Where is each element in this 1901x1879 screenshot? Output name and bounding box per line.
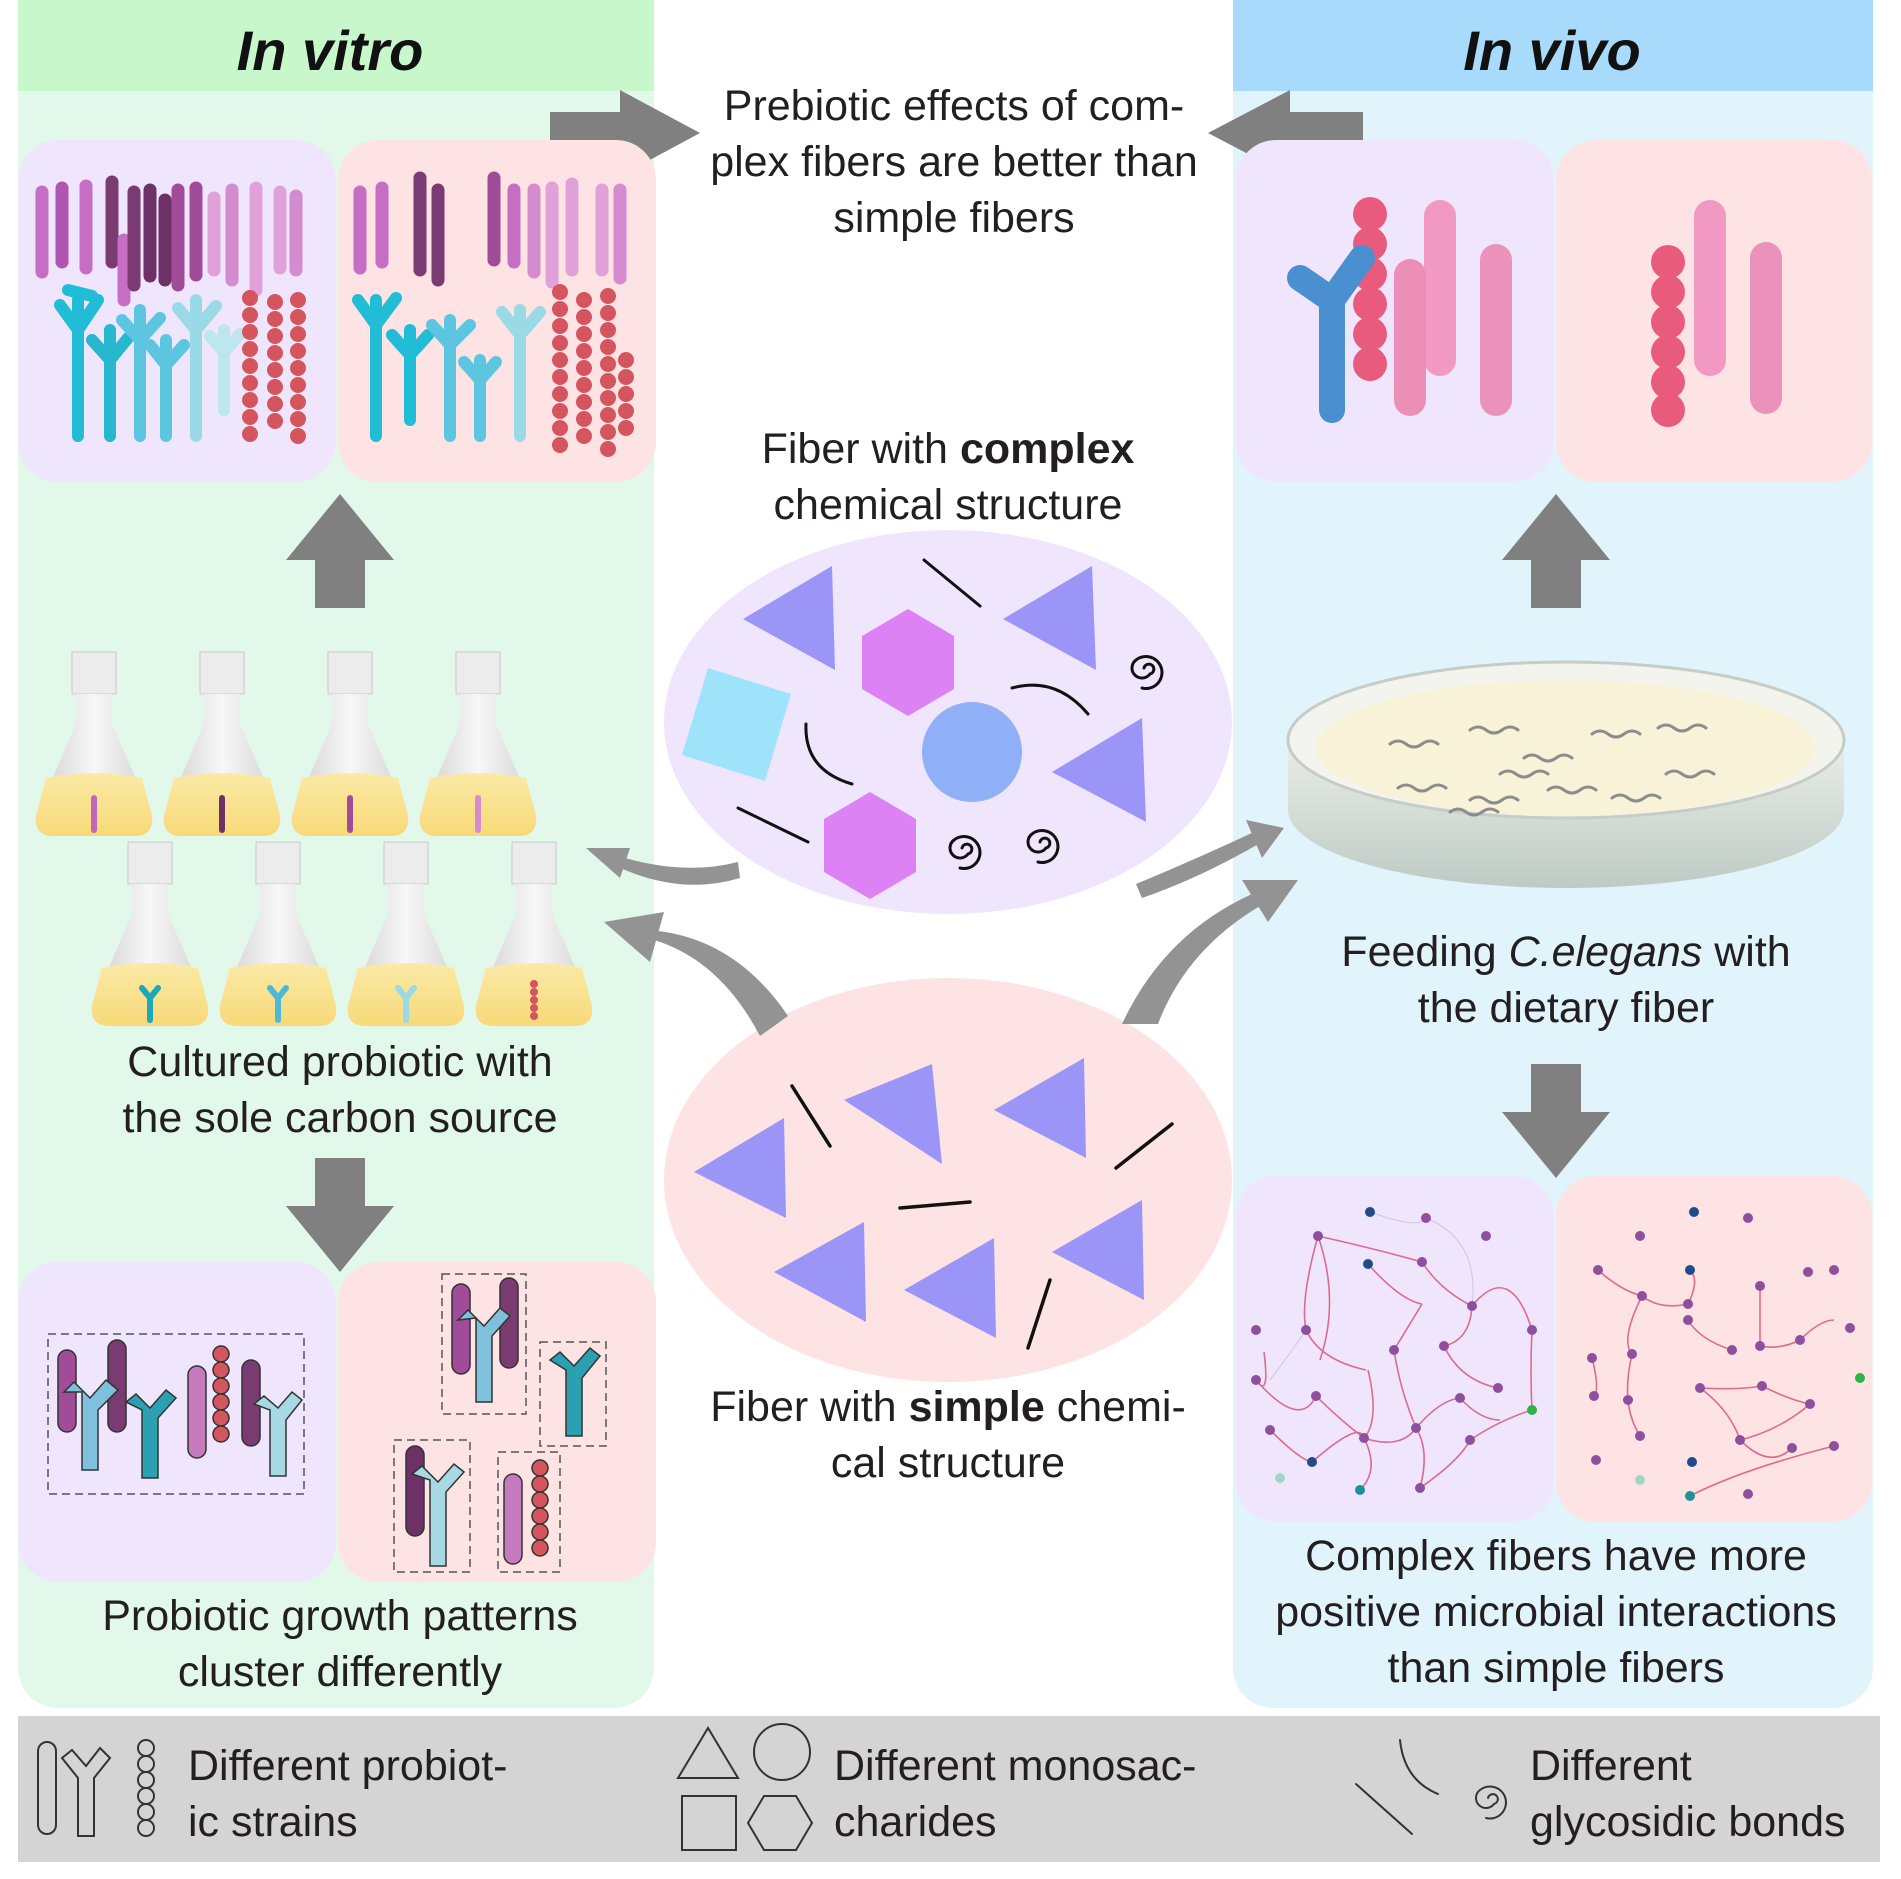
hexagon-icon (824, 792, 916, 899)
feeding-label-line-2: the dietary fiber (1418, 984, 1714, 1032)
triangle-icon (676, 1726, 740, 1779)
circle-icon (922, 702, 1022, 802)
square-icon (681, 1795, 737, 1851)
bond-line-icon (790, 1084, 832, 1148)
bond-line-icon (736, 806, 810, 844)
bond-spiral-icon (1130, 655, 1164, 690)
legend-bonds-line-2: glycosidic bonds (1530, 1798, 1846, 1846)
legend-bar (18, 1716, 1880, 1862)
invivo-complex-strains (1287, 197, 1512, 423)
complex-fiber-label-line-1: Fiber with complex (762, 425, 1135, 473)
conclusion-line-3: simple fibers (833, 194, 1074, 242)
bond-arc-icon (1399, 1739, 1439, 1795)
bond-line-icon (898, 1200, 972, 1210)
flask-5 (91, 841, 209, 1026)
simple-fiber-contents (694, 1058, 1174, 1350)
triangle-icon (743, 566, 835, 670)
complex-fiber-contents (682, 558, 1164, 899)
flask-6 (219, 841, 337, 1026)
petri-dish-icon (1286, 660, 1846, 888)
bond-line-icon (1026, 1278, 1052, 1350)
network-complex (1251, 1207, 1537, 1495)
growth-label-line-2: cluster differently (178, 1648, 503, 1696)
invitro-simple-strains (352, 171, 634, 457)
interaction-label-line-1: Complex fibers have more (1305, 1532, 1807, 1580)
bond-arc-icon (804, 722, 854, 786)
legend-strains-line-1: Different probiot- (188, 1742, 507, 1790)
simple-to-flasks-arrow (648, 930, 788, 1036)
conclusion-line-1: Prebiotic effects of com- (724, 82, 1184, 130)
in-vitro-title: In vitro (237, 19, 424, 82)
conclusion-line-2: plex fibers are better than (710, 138, 1198, 186)
complex-to-dish-arrow (1136, 832, 1262, 898)
invivo-up-arrow (1502, 494, 1610, 608)
bond-icons (1355, 1739, 1507, 1835)
legend-monosaccharides-line-2: charides (834, 1798, 997, 1846)
legend-bonds-line-1: Different (1530, 1742, 1692, 1790)
simple-fiber-label-line-1: Fiber with simple chemi- (710, 1383, 1186, 1431)
growth-simple-box (338, 1262, 656, 1582)
growth-label-line-1: Probiotic growth patterns (102, 1592, 578, 1640)
triangle-icon (994, 1058, 1086, 1158)
triangle-icon (844, 1064, 942, 1164)
flask-8 (475, 841, 593, 1026)
hexagon-icon (746, 1795, 814, 1851)
bond-line-icon (1114, 1122, 1174, 1170)
complex-to-flasks-arrow (616, 856, 740, 885)
culture-flasks (35, 651, 593, 1026)
flask-3 (291, 651, 409, 836)
in-vivo-header (1233, 0, 1873, 91)
invitro-complex-strains (35, 175, 306, 444)
triangle-icon (1052, 718, 1146, 822)
triangle-icon (1003, 566, 1096, 670)
network-simple-box (1556, 1176, 1872, 1522)
triangle-icon (774, 1222, 866, 1322)
growth-complex-box (18, 1262, 336, 1582)
circle-icon (753, 1723, 811, 1781)
simple-to-dish-arrow (1122, 894, 1260, 1024)
legend-monosaccharides-line-1: Different monosac- (834, 1742, 1196, 1790)
bond-spiral-icon (948, 835, 982, 870)
invitro-up-arrow (286, 494, 394, 608)
bond-arc-icon (1010, 683, 1090, 716)
in-vivo-title: In vivo (1463, 19, 1640, 82)
bond-spiral-icon (1475, 1785, 1507, 1820)
simple-fiber-label-line-2: cal structure (831, 1439, 1065, 1487)
flask-7 (347, 841, 465, 1026)
bond-line-icon (922, 558, 982, 608)
cultured-label-line-1: Cultured probiotic with (127, 1038, 552, 1086)
triangle-icon (1052, 1200, 1144, 1300)
shape-icons (676, 1723, 814, 1851)
connector-arrows (586, 820, 1298, 1036)
interaction-label-line-3: than simple fibers (1388, 1644, 1725, 1692)
triangle-icon (904, 1238, 996, 1338)
cultured-label-line-2: the sole carbon source (122, 1094, 557, 1142)
legend-strains-line-2: ic strains (188, 1798, 358, 1846)
hexagon-icon (862, 609, 954, 716)
complex-fiber-label-line-2: chemical structure (774, 481, 1123, 529)
in-vitro-header (18, 0, 654, 91)
invivo-down-arrow (1502, 1064, 1610, 1178)
feeding-label-line-1: Feeding C.elegans with (1341, 928, 1790, 976)
growth-complex-cluster (47, 1333, 305, 1495)
flask-4 (419, 651, 537, 836)
invitro-down-arrow (286, 1158, 394, 1272)
square-icon (682, 668, 791, 781)
network-simple (1587, 1207, 1865, 1501)
growth-simple-clusters (393, 1273, 607, 1573)
flask-1 (35, 651, 153, 836)
bond-line-icon (1355, 1783, 1413, 1835)
c-elegans-worms (1388, 723, 1716, 817)
triangle-icon (694, 1118, 786, 1218)
invivo-simple-strains (1651, 200, 1782, 427)
bond-spiral-icon (1026, 829, 1060, 864)
probiotic-strain-icons (37, 1739, 155, 1837)
interaction-label-line-2: positive microbial interactions (1275, 1588, 1837, 1636)
flask-2 (163, 651, 281, 836)
